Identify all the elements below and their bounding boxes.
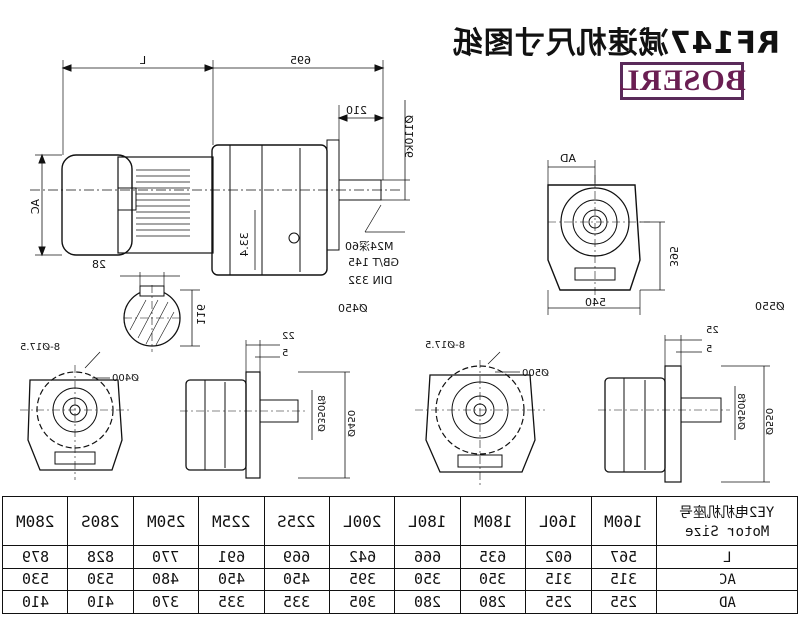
- table-cell: 160L: [525, 496, 592, 546]
- table-cell: 335: [263, 590, 330, 614]
- table-row-label: AD: [656, 590, 798, 614]
- flange-side-view-1: [180, 340, 350, 479]
- table-cell: 879: [1, 545, 69, 569]
- table-cell: 255: [525, 590, 592, 614]
- dim-AC-label: AC: [29, 198, 43, 215]
- table-cell: 225M: [198, 496, 265, 546]
- table-row-label: AC: [656, 567, 798, 592]
- table-cell: 770: [132, 545, 200, 569]
- dim-540-label: 540: [585, 296, 606, 309]
- table-header-row: 280M 280S 250M 225M 225S 200L 180L 180M …: [1, 496, 798, 546]
- table-row: 410 410 370 335 335 305 280 280 255 255 …: [1, 590, 798, 614]
- table-cell: 335: [198, 590, 265, 614]
- standard-gbt-145: GB/T 145: [348, 256, 399, 269]
- table-cell: 280: [459, 590, 527, 614]
- table-cell: 180L: [394, 496, 461, 546]
- table-row: 879 828 770 691 669 642 666 635 602 567 …: [1, 545, 798, 569]
- dim-210-label: 210: [346, 104, 367, 117]
- table-cell: 530: [67, 567, 134, 592]
- flange1-spigot: Ø350f8: [314, 395, 326, 432]
- table-cell: 828: [67, 545, 134, 569]
- end-flange-diameter: Ø550: [755, 300, 785, 313]
- brand-logo: BOSERL: [618, 62, 746, 100]
- table-cell: 642: [328, 545, 396, 569]
- motor-body: [61, 154, 133, 256]
- table-cell: 395: [328, 567, 396, 592]
- gearbox-body: [211, 144, 328, 276]
- table-cell: 255: [590, 590, 658, 614]
- table-cell: 315: [590, 567, 658, 592]
- dim-116-label: 116: [194, 304, 207, 325]
- flange2-dim-25: 25: [706, 325, 719, 336]
- table-cell: 370: [132, 590, 200, 614]
- flange2-outer: Ø550: [762, 408, 774, 435]
- table-cell: 160M: [590, 496, 658, 546]
- flange1-pcd: Ø400: [112, 373, 139, 384]
- table-cell: 315: [525, 567, 592, 592]
- table-cell: 225S: [263, 496, 330, 546]
- end-view: [547, 160, 665, 315]
- table-cell: 602: [525, 545, 592, 569]
- dim-AD-label: AD: [560, 152, 576, 165]
- output-flange: [326, 139, 340, 251]
- table-cell: 350: [394, 567, 461, 592]
- flange1-dim-22: 22: [282, 331, 295, 342]
- table-cell: 635: [459, 545, 527, 569]
- table-cell: 280S: [67, 496, 134, 546]
- flange-front-view-2: [415, 351, 545, 485]
- motor-size-table: 280M 280S 250M 225M 225S 200L 180L 180M …: [1, 496, 798, 614]
- table-cell: 280M: [1, 496, 69, 546]
- table-cell: 450: [198, 567, 265, 592]
- dim-28-label: 28: [92, 258, 106, 271]
- flange-front-view-1: [20, 351, 130, 480]
- table-cell: 530: [1, 567, 69, 592]
- flange2-spigot: Ø450f8: [734, 393, 746, 430]
- table-cell: 450: [263, 567, 330, 592]
- table-cell: 410: [67, 590, 134, 614]
- main-flange-diameter: Ø450: [338, 302, 368, 315]
- flange2-holes: 8-Ø17.5: [425, 340, 466, 351]
- table-cell: 280: [394, 590, 461, 614]
- table-cell: 666: [394, 545, 461, 569]
- table-cell: 350: [459, 567, 527, 592]
- dim-shaft-diameter-label: Ø110k6: [403, 114, 417, 159]
- drain-plug-icon: [288, 232, 300, 244]
- flange2-pcd: Ø500: [522, 368, 549, 379]
- table-cell: 669: [263, 545, 330, 569]
- shaft-section: [120, 272, 200, 352]
- table-row: 530 530 480 450 450 395 350 350 315 315 …: [1, 567, 798, 592]
- flange1-dim-5: 5: [282, 348, 289, 359]
- table-cell: 200L: [328, 496, 396, 546]
- table-cell: 480: [132, 567, 200, 592]
- flange1-outer: Ø450: [344, 410, 356, 437]
- flange1-holes: 8-Ø17.5: [20, 342, 61, 353]
- flange-side-view-2: [598, 335, 770, 483]
- dim-395-label: 395: [667, 246, 680, 267]
- dim-L-label: L: [140, 54, 147, 67]
- table-cell: 250M: [132, 496, 200, 546]
- table-cell: 410: [1, 590, 69, 614]
- terminal-box: [117, 187, 137, 211]
- table-cell: 180M: [459, 496, 527, 546]
- dim-695-label: 695: [290, 54, 311, 67]
- motor-fins: [136, 169, 190, 237]
- table-cell: 305: [328, 590, 396, 614]
- table-row-label: L: [656, 545, 798, 569]
- standard-din-332: DIN 332: [348, 274, 393, 287]
- flange2-dim-5: 5: [706, 344, 713, 355]
- table-header-label: YE2电机机座号 Motor Size: [656, 496, 798, 546]
- dim-33-4-label: 33.4: [237, 232, 251, 257]
- thread-note: M24深60: [345, 240, 394, 253]
- main-side-view: [30, 60, 410, 276]
- table-cell: 567: [590, 545, 658, 569]
- table-cell: 691: [198, 545, 265, 569]
